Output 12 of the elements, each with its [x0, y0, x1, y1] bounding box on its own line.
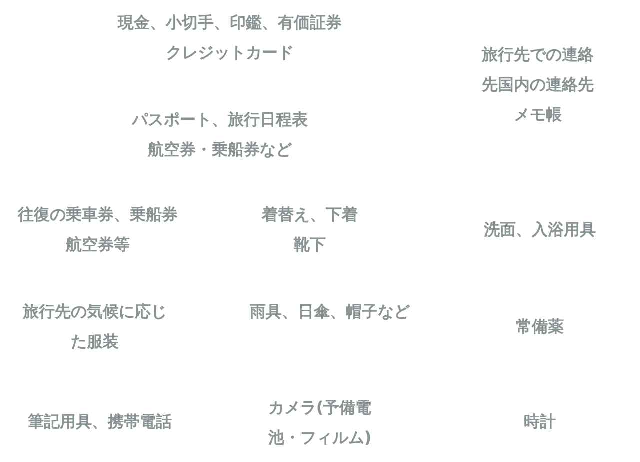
item-text: 時計: [523, 411, 557, 433]
item-text: 筆記用具、携帯電話: [26, 411, 173, 433]
item-text: 着替え、下着靴下: [260, 204, 359, 256]
item-text: カメラ(予備電池・フィルム): [267, 397, 373, 449]
item-text: 往復の乗車券、乗船券航空券等: [16, 204, 179, 256]
item-text: 洗面、入浴用具: [483, 219, 597, 241]
item-text: 現金、小切手、印鑑、有価証券クレジットカード: [116, 12, 343, 64]
item-text: パスポート、旅行日程表航空券・乗船券など: [130, 109, 309, 161]
item-text: 常備薬: [515, 316, 565, 338]
item-text: 旅行先での連絡先国内の連絡先メモ帳: [480, 44, 595, 126]
item-text: 旅行先の気候に応じた服装: [22, 301, 168, 353]
item-text: 雨具、日傘、帽子など: [249, 301, 412, 323]
